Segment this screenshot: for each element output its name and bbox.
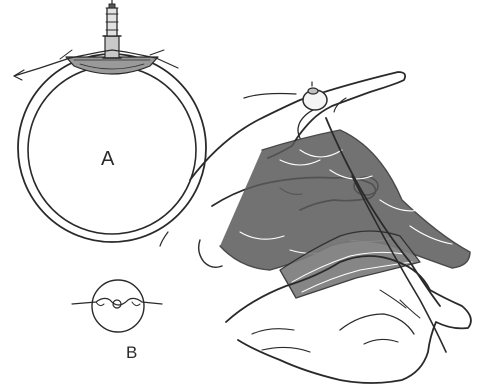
hand-thread [244,94,296,99]
label-b: B [126,343,137,362]
disc-figure-b [72,280,162,332]
ring-figure-a [14,0,206,246]
ring-spool [103,0,121,58]
disc-thread [72,298,162,305]
label-a: A [101,148,115,170]
ring-mount-block [66,57,158,74]
knitting-hands [190,72,471,383]
finger-ring [303,82,327,110]
